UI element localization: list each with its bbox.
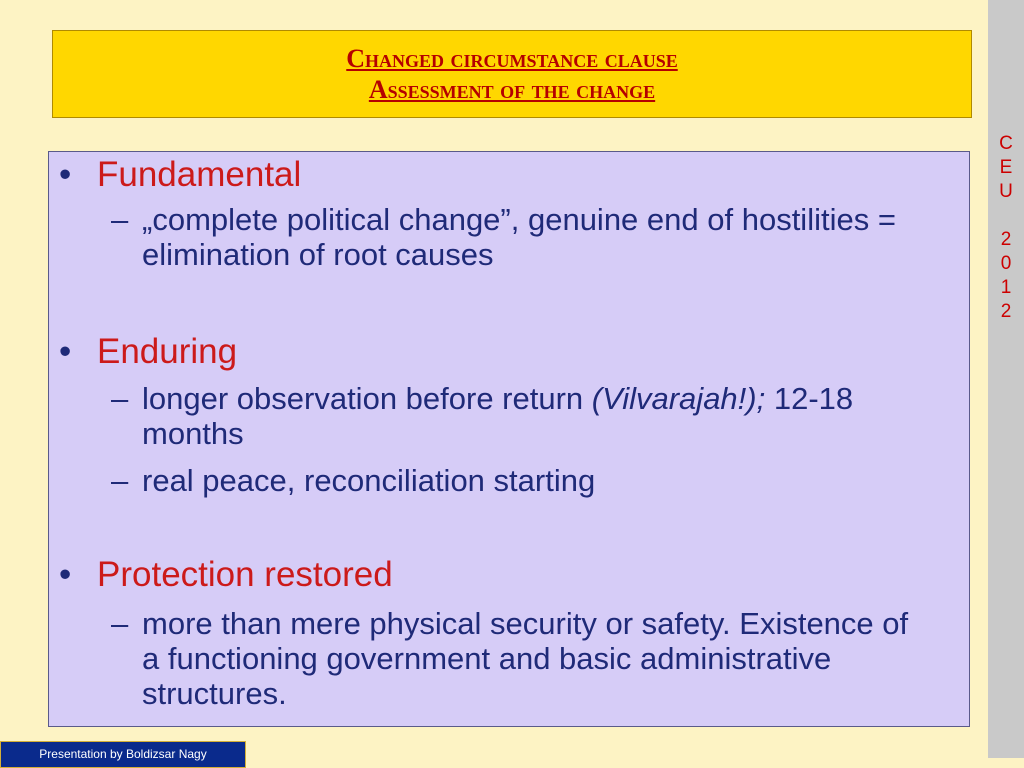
sub-item-text: „complete political change”, genuine end…: [142, 202, 896, 272]
sub-text-italic: (Vilvarajah!);: [591, 381, 766, 416]
content-box: • Fundamental – „complete political chang…: [48, 151, 970, 727]
dash-marker: –: [111, 202, 129, 237]
bullet-dot: •: [59, 155, 72, 194]
sub-item: – real peace, reconciliation starting: [111, 463, 922, 498]
title-line-2: Assessment of the change: [368, 75, 656, 104]
bullet-enduring: • Enduring: [59, 332, 237, 372]
dash-marker: –: [111, 381, 129, 416]
title-box: Changed circumstance clause Assessment o…: [52, 30, 972, 118]
sub-item: – more than mere physical security or sa…: [111, 606, 922, 711]
sub-text-part: longer observation before return: [142, 381, 592, 416]
dash-marker: –: [111, 463, 129, 498]
bullet-dot: •: [59, 555, 72, 594]
sub-item-text: real peace, reconciliation starting: [142, 463, 596, 498]
bullet-protection-restored: • Protection restored: [59, 555, 393, 595]
footer-credit: Presentation by Boldizsar Nagy: [0, 741, 246, 768]
sub-item: – longer observation before return (Vilv…: [111, 381, 922, 451]
bullet-label: Protection restored: [97, 555, 393, 594]
bullet-fundamental: • Fundamental: [59, 155, 301, 195]
right-sidebar: C E U 2 0 1 2: [988, 0, 1024, 758]
bullet-dot: •: [59, 332, 72, 371]
dash-marker: –: [111, 606, 129, 641]
bullet-label: Fundamental: [97, 155, 302, 194]
bullet-label: Enduring: [97, 332, 238, 371]
side-label: C E U 2 0 1 2: [999, 133, 1013, 322]
sub-text-part: 12-18 months: [142, 381, 854, 451]
title-line-1: Changed circumstance clause: [346, 44, 678, 73]
sub-item-text: longer observation before return (Vilvar…: [111, 381, 922, 451]
sub-item-text: more than mere physical security or safe…: [142, 606, 909, 711]
sub-item: – „complete political change”, genuine e…: [111, 202, 922, 272]
